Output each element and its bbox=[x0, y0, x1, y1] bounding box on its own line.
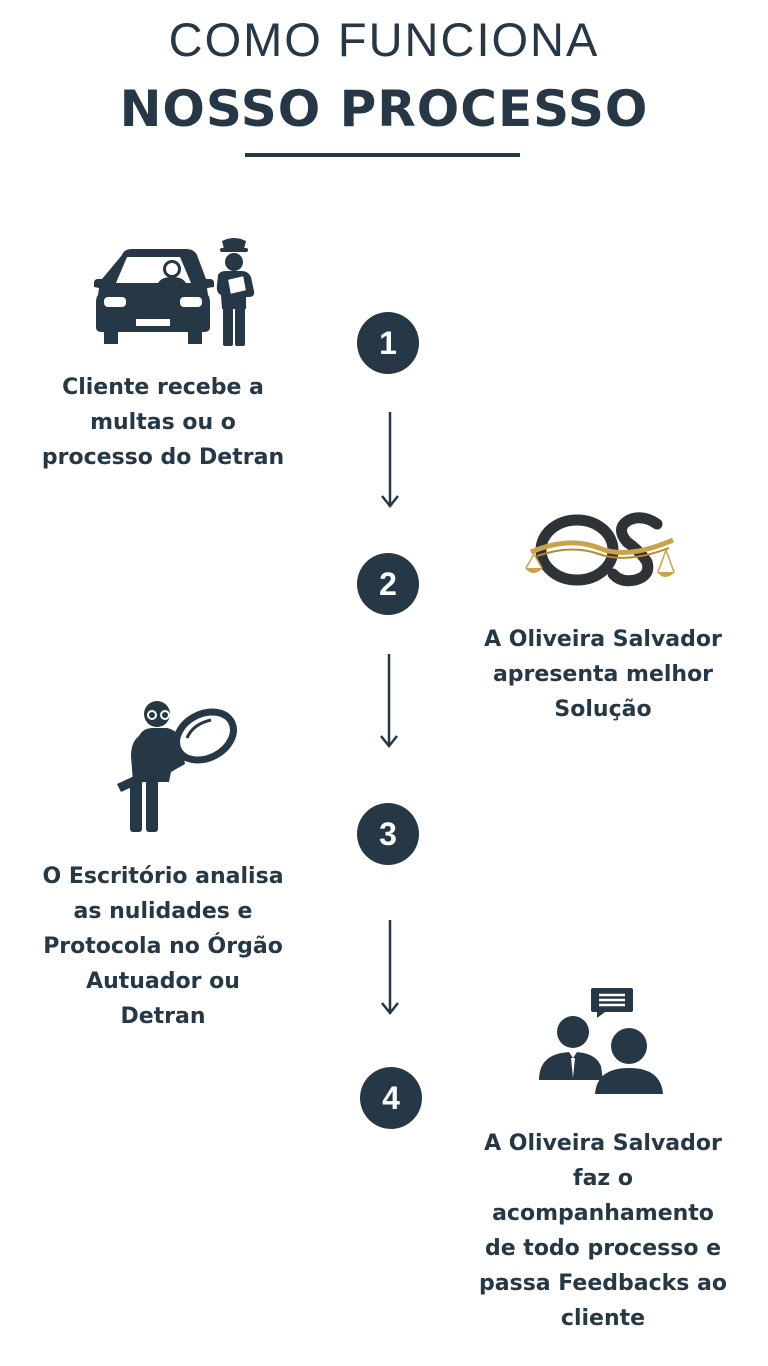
step-4-text: A Oliveira Salvador faz o acompanhamento… bbox=[462, 1126, 744, 1336]
step-3-line: Detran bbox=[120, 1004, 206, 1029]
step-4-line: passa Feedbacks ao bbox=[479, 1271, 727, 1296]
title-underline bbox=[245, 153, 520, 157]
meeting-chat-icon bbox=[539, 988, 663, 1094]
step-4-line: faz o bbox=[573, 1166, 633, 1191]
page-title: NOSSO PROCESSO bbox=[119, 80, 649, 138]
step-2-text: A Oliveira Salvador apresenta melhor Sol… bbox=[462, 622, 744, 727]
step-1-line: processo do Detran bbox=[41, 445, 285, 470]
down-arrow-icon bbox=[380, 654, 398, 749]
step-2-line: Solução bbox=[554, 697, 652, 722]
step-3-line: as nulidades e bbox=[73, 899, 253, 924]
step-number-1: 1 bbox=[357, 312, 419, 374]
down-arrow-icon bbox=[381, 412, 399, 509]
person-magnifying-glass-icon bbox=[117, 701, 237, 832]
step-3-line: Protocola no Órgão bbox=[43, 934, 283, 959]
step-number-2: 2 bbox=[357, 553, 419, 615]
title-top: COMO FUNCIONA bbox=[168, 13, 600, 66]
step-number-4: 4 bbox=[360, 1067, 422, 1129]
step-3-line: O Escritório analisa bbox=[42, 864, 284, 889]
step-4-line: acompanhamento bbox=[492, 1201, 714, 1226]
step-4-line: A Oliveira Salvador bbox=[484, 1131, 722, 1156]
step-1-line: Cliente recebe a bbox=[62, 375, 264, 400]
step-3-line: Autuador ou bbox=[86, 969, 240, 994]
step-1-text: Cliente recebe a multas ou o processo do… bbox=[23, 370, 303, 475]
step-4-line: cliente bbox=[560, 1306, 646, 1331]
car-police-officer-icon bbox=[94, 238, 255, 346]
step-1-line: multas ou o bbox=[90, 410, 236, 435]
step-2-line: apresenta melhor bbox=[492, 662, 714, 687]
step-3-text: O Escritório analisa as nulidades e Prot… bbox=[18, 859, 308, 1034]
oliveira-salvador-logo bbox=[525, 512, 675, 587]
down-arrow-icon bbox=[381, 920, 399, 1016]
step-number-3: 3 bbox=[357, 803, 419, 865]
step-2-line: A Oliveira Salvador bbox=[484, 627, 722, 652]
step-4-line: de todo processo e bbox=[484, 1236, 722, 1261]
